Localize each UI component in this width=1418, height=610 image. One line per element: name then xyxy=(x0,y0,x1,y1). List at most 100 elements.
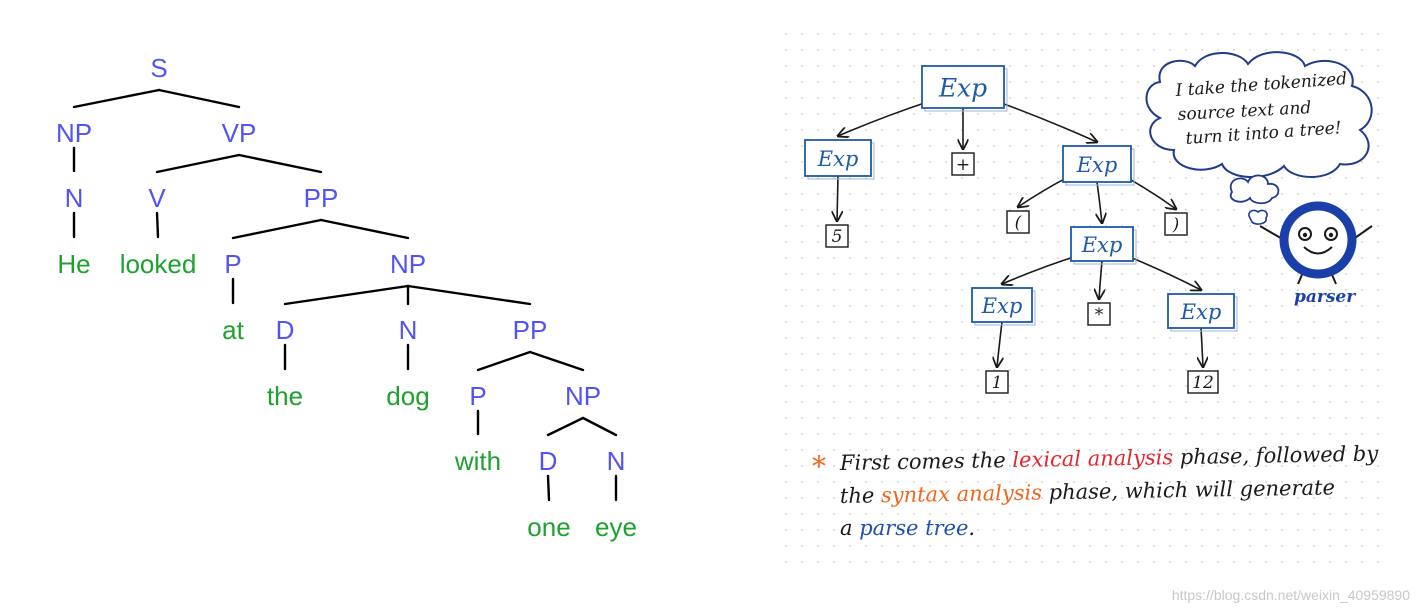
tree-branch-vp-v xyxy=(155,153,241,174)
tree-branch-vp-pp1 xyxy=(237,153,323,174)
phrase-node-p: P xyxy=(224,249,241,279)
tree-branch-np2-pp2 xyxy=(406,284,532,306)
note-line-3: a parse tree. xyxy=(840,516,975,540)
phrase-node-n: N xyxy=(65,183,84,213)
token-node-symbol: + xyxy=(951,152,975,176)
exp-node: Exp xyxy=(804,139,875,180)
note-text: phase, followed by xyxy=(1173,442,1380,470)
tree-branch-pp2-np3 xyxy=(528,350,585,372)
phrase-node-pp: PP xyxy=(304,183,339,213)
exp-node-label: Exp xyxy=(817,147,859,171)
token-node-symbol: * xyxy=(1087,302,1111,326)
arrow-expm-to-expa xyxy=(1002,255,1078,284)
tree-branch-pp1-p1 xyxy=(231,218,323,240)
note-text: phase, which will generate xyxy=(1042,475,1335,504)
token-node-label: ( xyxy=(1015,213,1022,233)
mascot-right-pupil xyxy=(1328,232,1334,238)
phrase-node-v: V xyxy=(148,183,166,213)
phrase-node-s: S xyxy=(150,53,167,83)
token-node-label: + xyxy=(956,155,970,175)
phrase-node-n: N xyxy=(607,446,626,476)
word-eye: eye xyxy=(595,512,637,542)
token-node-box xyxy=(1087,302,1111,326)
arrow-root-to-expr xyxy=(997,100,1097,142)
mascot-body xyxy=(1279,201,1357,279)
exp-node-box xyxy=(1167,293,1235,329)
token-node-symbol: ( xyxy=(1006,210,1030,234)
token-node-label: * xyxy=(1095,305,1104,325)
token-node-box xyxy=(1006,210,1030,234)
phrase-node-d: D xyxy=(539,446,558,476)
tree-branch-s-np1 xyxy=(72,88,161,109)
word-at: at xyxy=(222,315,244,345)
word-the: the xyxy=(267,381,303,411)
phase-note: * First comes the lexical analysis phase… xyxy=(812,442,1379,540)
token-node-box xyxy=(1187,370,1219,394)
arrow-expl-to-five xyxy=(837,175,838,221)
note-highlight-red: lexical analysis xyxy=(1012,445,1173,472)
word-he: He xyxy=(57,249,90,279)
watermark: https://blog.csdn.net/weixin_40959890 xyxy=(1172,587,1410,603)
token-node-box xyxy=(985,370,1009,394)
token-node-1: 1 xyxy=(985,370,1009,394)
thought-bubble-outline xyxy=(1145,51,1373,179)
exp-node-box xyxy=(1070,226,1134,262)
note-text: a xyxy=(840,516,859,540)
tree-branch-pp1-np2 xyxy=(319,218,410,240)
phrase-node-np: NP xyxy=(390,249,426,279)
note-highlight-orange: syntax analysis xyxy=(881,480,1043,507)
tree-branch-np2-d1 xyxy=(283,284,410,306)
exp-node-label: Exp xyxy=(1180,300,1222,324)
note-text: . xyxy=(968,516,975,540)
expression-tree-edges xyxy=(837,100,1203,367)
exp-node-label: Exp xyxy=(938,74,987,103)
tree-branch-np3-d2 xyxy=(546,416,585,437)
tree-branch-s-vp xyxy=(157,88,241,109)
phrase-node-pp: PP xyxy=(513,315,548,345)
word-looked: looked xyxy=(120,249,197,279)
phrase-node-np: NP xyxy=(56,118,92,148)
token-node-symbol: ) xyxy=(1164,212,1188,236)
token-node-label: ) xyxy=(1172,215,1180,235)
phrase-node-vp: VP xyxy=(222,118,257,148)
note-line-2: the syntax analysis phase, which will ge… xyxy=(840,475,1335,508)
note-line-1: First comes the lexical analysis phase, … xyxy=(839,442,1380,475)
token-node-label: 12 xyxy=(1192,373,1214,393)
note-marker: * xyxy=(812,450,826,483)
exp-node: Exp xyxy=(1062,145,1135,186)
exp-node-box xyxy=(971,287,1033,323)
parser-mascot: parser xyxy=(1259,201,1373,307)
token-node-12: 12 xyxy=(1187,370,1219,394)
token-node-label: 5 xyxy=(832,227,843,247)
tree-branch-d2-one xyxy=(546,474,551,502)
phrase-node-p: P xyxy=(469,381,486,411)
exp-node-box xyxy=(804,139,872,177)
token-node-label: 1 xyxy=(992,373,1003,393)
note-text: the xyxy=(840,483,881,508)
exp-node-label: Exp xyxy=(1081,233,1123,257)
word-dog: dog xyxy=(386,381,429,411)
mascot-smile xyxy=(1303,246,1333,255)
note-text: First comes the xyxy=(839,448,1013,475)
exp-node: Exp xyxy=(971,287,1036,326)
phrase-node-n: N xyxy=(399,315,418,345)
phrase-node-d: D xyxy=(276,315,295,345)
arrow-root-to-expl xyxy=(838,100,929,136)
exp-node-label: Exp xyxy=(1076,153,1118,177)
syntax-tree-edges xyxy=(72,88,618,502)
exp-node-box xyxy=(1062,145,1132,183)
arrow-expm-to-expb xyxy=(1126,255,1201,290)
thought-cloud-small xyxy=(1229,174,1280,205)
exp-node-box xyxy=(921,65,1005,109)
token-node-5: 5 xyxy=(825,224,849,248)
phrase-node-np: NP xyxy=(565,381,601,411)
note-highlight-blue: parse tree xyxy=(859,516,968,540)
exp-node: Exp xyxy=(921,65,1008,112)
word-with: with xyxy=(454,446,501,476)
mascot-left-pupil xyxy=(1302,232,1308,238)
word-one: one xyxy=(527,512,570,542)
tree-branch-pp2-p2 xyxy=(476,350,532,372)
